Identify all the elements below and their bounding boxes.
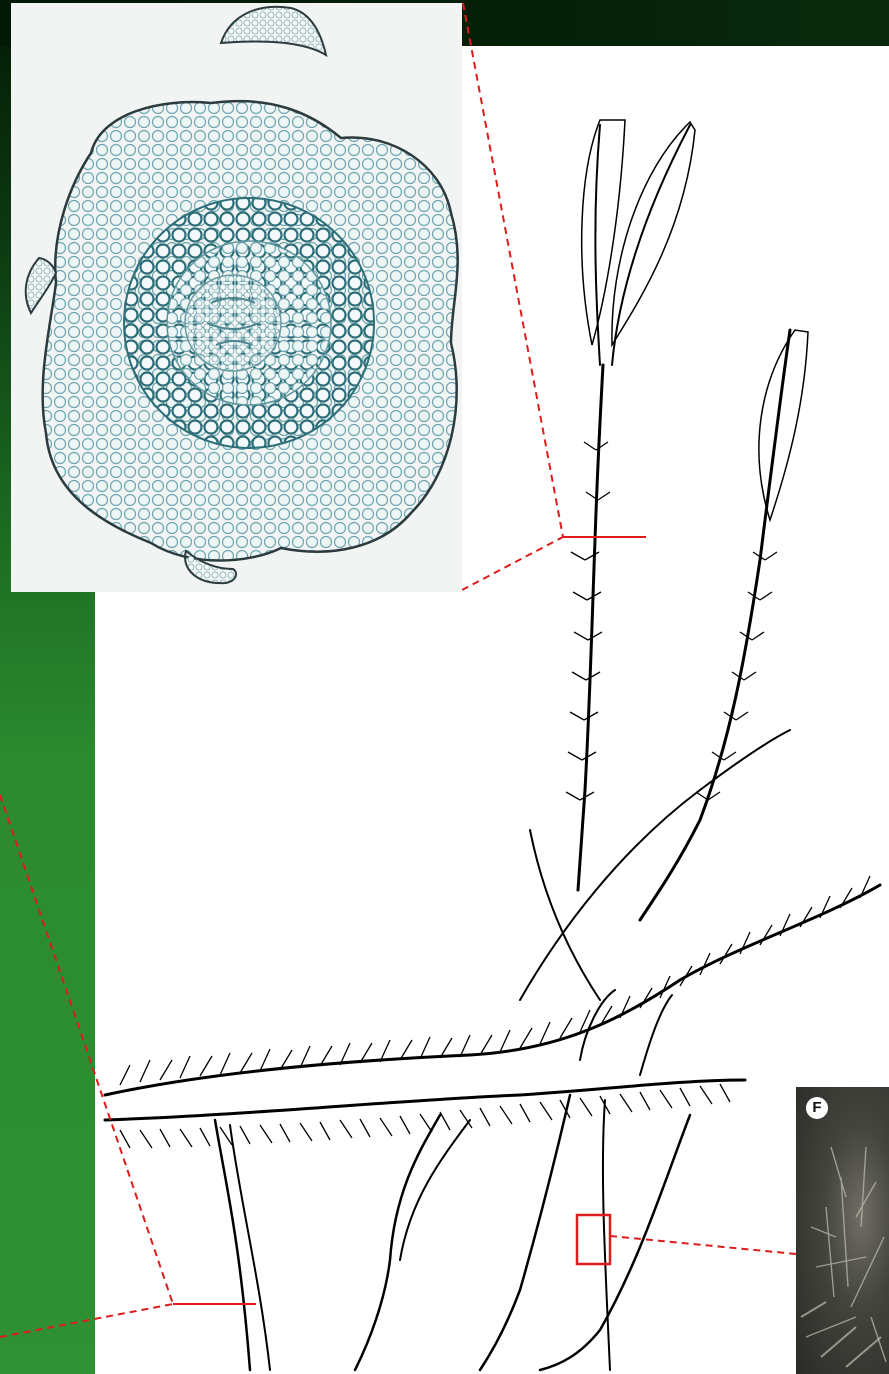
root-hair-photo (796, 1087, 889, 1374)
leader-line-4 (0, 1304, 173, 1337)
root-hair-photo-panel: F (796, 1087, 889, 1374)
panel-label-f: F (806, 1097, 828, 1119)
leader-line-3 (0, 795, 173, 1304)
leader-line-2 (462, 537, 563, 590)
cross-section-drawing (11, 3, 462, 592)
leader-line-1 (463, 3, 563, 537)
stem-cross-section-micrograph (11, 3, 462, 592)
